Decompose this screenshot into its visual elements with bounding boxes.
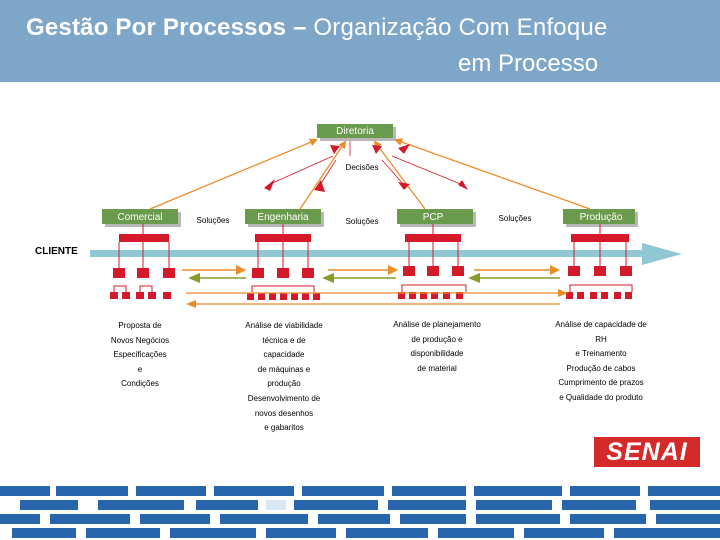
decision-arrowheads <box>264 144 468 192</box>
footer-brick <box>266 500 286 510</box>
desc-line: Análise de planejamento <box>393 320 481 329</box>
footer-brick <box>294 500 378 510</box>
footer-brick <box>50 514 130 524</box>
diretoria-box: Diretoria <box>317 124 396 141</box>
footer-brick <box>196 500 258 510</box>
footer-brick <box>86 528 160 538</box>
dept-box-pcp: PCP <box>397 209 476 227</box>
dept-box-producao: Produção <box>563 209 638 227</box>
flow-arrows <box>182 265 568 308</box>
desc-line: Cumprimento de prazos <box>558 378 644 388</box>
footer-brick <box>562 500 636 510</box>
slide-title-rest: Organização Com Enfoque <box>306 14 608 41</box>
senai-logo: SENAI <box>594 437 700 467</box>
footer-brick <box>656 514 720 524</box>
orgchart-engenharia <box>247 224 320 300</box>
description-engenharia: Análise de viabilidade técnica e de capa… <box>224 319 344 436</box>
footer-brick <box>392 486 466 496</box>
footer-brick <box>98 500 184 510</box>
desc-line: e gabaritos <box>264 423 304 433</box>
desc-line: Produção de cabos <box>566 363 636 373</box>
desc-line: Análise de capacidade de <box>555 320 647 329</box>
desc-line: Desenvolvimento de <box>247 393 321 403</box>
desc-line: Análise de viabilidade <box>245 321 323 330</box>
footer-brick <box>474 486 562 496</box>
solutions-label-1: Soluções <box>197 216 230 225</box>
desc-line: RH <box>595 334 607 344</box>
footer-brick <box>476 514 560 524</box>
desc-line: produção <box>267 379 301 389</box>
footer-brick <box>476 500 552 510</box>
footer-brick <box>650 500 720 510</box>
desc-line: disponibilidade <box>410 349 464 359</box>
footer-brick <box>302 486 384 496</box>
desc-line: e Treinamento <box>575 349 627 359</box>
footer-brick <box>438 528 514 538</box>
footer-brick <box>346 528 428 538</box>
solutions-label-3: Soluções <box>499 214 532 223</box>
dept-label-engenharia: Engenharia <box>257 212 309 223</box>
solution-arrows <box>149 138 591 210</box>
client-arrow <box>90 243 682 265</box>
footer-brick <box>136 486 206 496</box>
footer-brick <box>570 486 640 496</box>
orgchart-producao <box>566 224 633 299</box>
desc-line: e Qualidade do produto <box>559 392 643 402</box>
footer-brick <box>570 514 646 524</box>
dept-label-comercial: Comercial <box>117 212 162 223</box>
footer-brick <box>0 514 40 524</box>
footer-brick <box>318 514 390 524</box>
footer-brick <box>524 528 604 538</box>
desc-line: técnica e de <box>262 335 306 345</box>
desc-line: de material <box>417 363 457 373</box>
footer-brick <box>614 528 720 538</box>
decisions-label: Decisões <box>346 163 379 172</box>
desc-line: Condições <box>121 379 159 389</box>
desc-line: Proposta de <box>118 321 162 330</box>
title-bar: Gestão Por Processos – Organização Com E… <box>0 0 720 82</box>
dept-label-producao: Produção <box>580 212 623 223</box>
desc-line: Novos Negócios <box>110 335 170 345</box>
footer-brick <box>220 514 308 524</box>
decision-arrows <box>267 141 464 186</box>
desc-line: e <box>137 364 143 374</box>
orgchart-comercial <box>110 224 175 299</box>
diretoria-label: Diretoria <box>336 126 374 137</box>
footer-brick <box>20 500 78 510</box>
desc-line: capacidade <box>263 350 305 360</box>
desc-line: de produção e <box>411 334 463 344</box>
description-comercial: Proposta de Novos Negócios Especificaçõe… <box>90 319 190 392</box>
desc-line: novos desenhos <box>254 408 314 418</box>
dept-label-pcp: PCP <box>423 212 444 223</box>
footer-brick <box>648 486 720 496</box>
desc-line: de máquinas e <box>257 364 311 374</box>
footer-brick <box>12 528 76 538</box>
description-producao: Análise de capacidade de RH e Treinament… <box>538 318 664 406</box>
footer-brick <box>140 514 210 524</box>
slide-title-line-1: Gestão Por Processos – Organização Com E… <box>26 14 608 42</box>
desc-line: Especificações <box>113 350 167 360</box>
slide-title-line-2: em Processo <box>458 50 599 77</box>
senai-logo-text: SENAI <box>606 438 688 466</box>
slide-title-bold: Gestão Por Processos – <box>26 14 307 41</box>
footer-brick <box>388 500 466 510</box>
footer-brick <box>266 528 336 538</box>
dept-box-comercial: Comercial <box>102 209 181 227</box>
orgchart-pcp <box>398 224 467 299</box>
footer-brick <box>56 486 128 496</box>
client-label: CLIENTE <box>35 246 78 257</box>
footer-brick-decoration <box>0 484 720 540</box>
footer-brick <box>0 486 50 496</box>
dept-box-engenharia: Engenharia <box>245 209 324 227</box>
description-pcp: Análise de planejamento de produção e di… <box>377 318 497 376</box>
solutions-label-2: Soluções <box>346 217 379 226</box>
footer-brick <box>400 514 466 524</box>
footer-brick <box>170 528 256 538</box>
footer-brick <box>214 486 294 496</box>
